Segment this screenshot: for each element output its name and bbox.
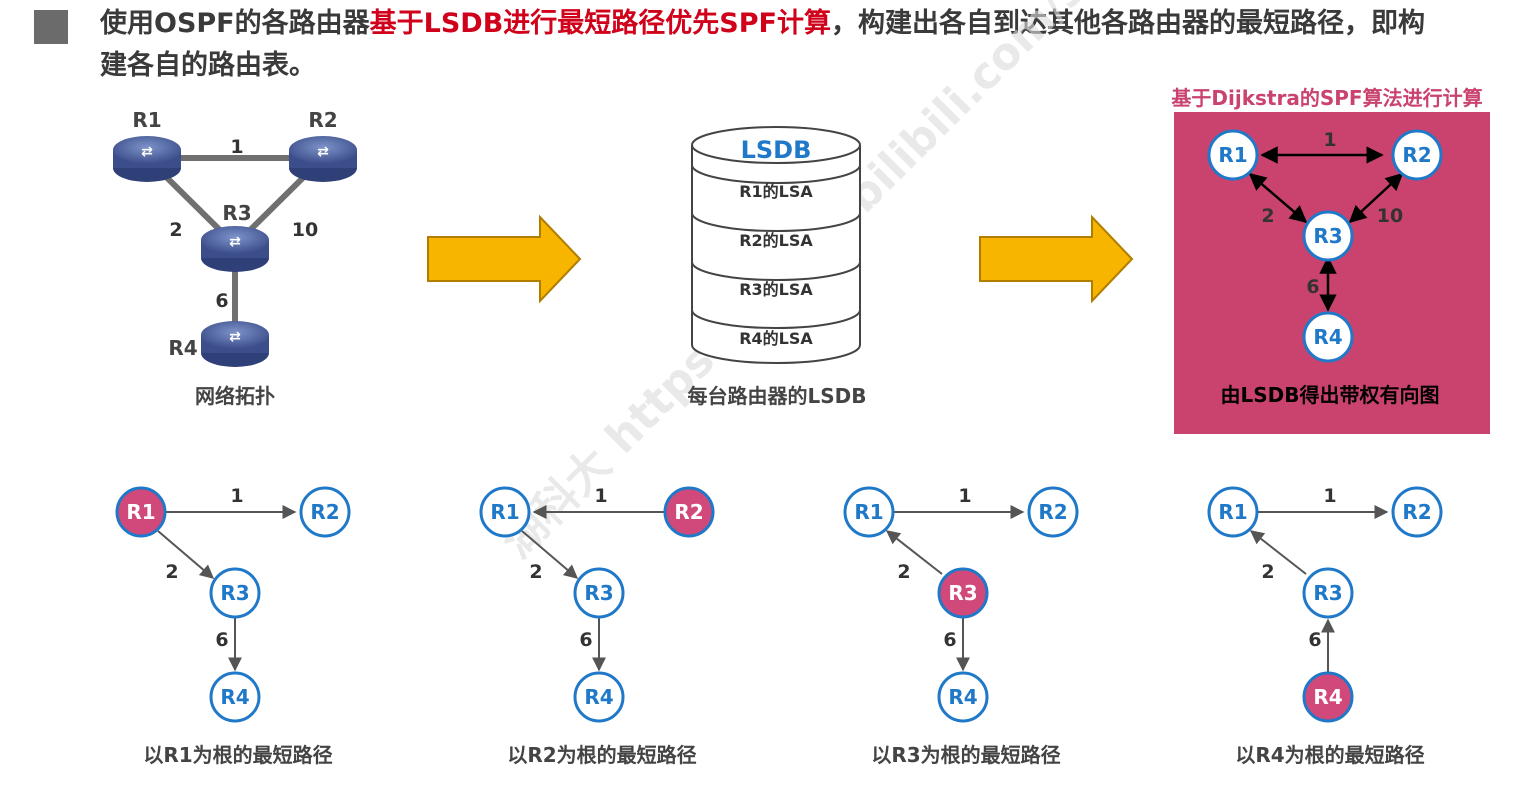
tree-caption: 以R2为根的最短路径 [507,743,696,767]
edge-weight: 6 [943,629,956,651]
edge-weight: 6 [1306,276,1319,298]
tree-caption: 以R4为根的最短路径 [1235,743,1424,767]
router-icon: ⇄ [289,136,357,182]
graph-node: R3 [1313,224,1342,248]
spf-tree-r4: R1 R2 R3 R4 1 2 6 以R4为根的最短路径 [1207,485,1443,767]
router-icon: ⇄ [201,321,269,367]
link-cost: 6 [215,290,228,312]
tree-node: R1 [126,500,155,524]
lsa-row: R1的LSA [739,182,813,201]
edge-weight: 6 [215,629,228,651]
router-label: R1 [132,108,161,132]
router-label: R2 [308,108,337,132]
graph-caption: 由LSDB得出带权有向图 [1221,383,1440,407]
svg-text:⇄: ⇄ [141,144,153,160]
graph-node: R2 [1402,143,1431,167]
edge-weight: 10 [1377,205,1403,227]
network-topology: ⇄ ⇄ ⇄ ⇄ R1 R2 R3 R4 1 2 10 6 网络拓扑 [113,108,357,408]
lsa-row: R3的LSA [739,280,813,299]
edge-weight: 2 [1261,561,1274,583]
lsdb-cylinder: LSDB R1的LSA R2的LSA R3的LSA R4的LSA 每台路由器的L… [688,126,867,408]
edge-weight: 1 [958,485,971,507]
graph-node: R4 [1313,325,1342,349]
tree-node: R2 [310,500,339,524]
weighted-digraph-panel: 基于Dijkstra的SPF算法进行计算 R1 R2 R3 R4 1 2 10 … [1158,84,1496,434]
spf-tree-r3: R1 R2 R3 R4 1 2 6 以R3为根的最短路径 [843,485,1079,767]
svg-text:⇄: ⇄ [229,329,241,345]
tree-node: R3 [948,581,977,605]
link-cost: 10 [292,219,318,241]
tree-node: R4 [1313,685,1342,709]
link-cost: 1 [230,136,243,158]
router-label: R4 [168,336,197,360]
link-cost: 2 [169,219,182,241]
spf-tree-r2: R1 R2 R3 R4 1 2 6 以R2为根的最短路径 [479,485,715,767]
edge-weight: 1 [230,485,243,507]
router-icon: ⇄ [201,226,269,272]
tree-node: R1 [854,500,883,524]
tree-node: R4 [220,685,249,709]
edge-weight: 6 [1308,629,1321,651]
edge-weight: 2 [165,561,178,583]
edge-weight: 1 [1323,129,1336,151]
edge-weight: 6 [579,629,592,651]
tree-node: R1 [1218,500,1247,524]
lsa-row: R4的LSA [739,329,813,348]
tree-caption: 以R3为根的最短路径 [871,743,1060,767]
edge-weight: 1 [594,485,607,507]
tree-node: R4 [948,685,977,709]
tree-node: R2 [1038,500,1067,524]
lsdb-caption: 每台路由器的LSDB [688,384,867,408]
tree-caption: 以R1为根的最短路径 [143,743,332,767]
spf-tree-r1: R1 R2 R3 R4 1 2 6 以R1为根的最短路径 [115,485,351,767]
topology-caption: 网络拓扑 [195,384,275,408]
lsdb-header: LSDB [741,136,812,164]
tree-node: R2 [1402,500,1431,524]
edge-weight: 2 [1261,205,1274,227]
big-right-arrow [427,214,582,304]
big-right-arrow [979,214,1134,304]
page-title: 使用OSPF的各路由器基于LSDB进行最短路径优先SPF计算，构建出各自到达其他… [100,8,1425,81]
lsa-row: R2的LSA [739,231,813,250]
router-icon: ⇄ [113,136,181,182]
tree-node: R1 [490,500,519,524]
tree-node: R3 [220,581,249,605]
title-bullet [34,10,68,44]
edge-weight: 2 [897,561,910,583]
tree-node: R3 [584,581,613,605]
graph-node: R1 [1218,143,1247,167]
svg-text:⇄: ⇄ [229,234,241,250]
router-label: R3 [222,201,251,225]
svg-text:⇄: ⇄ [317,144,329,160]
edge-weight: 1 [1323,485,1336,507]
title-highlight: 基于LSDB进行最短路径优先SPF计算 [369,8,831,39]
tree-node: R3 [1313,581,1342,605]
edge-weight: 2 [529,561,542,583]
tree-node: R2 [674,500,703,524]
tree-node: R4 [584,685,613,709]
algorithm-tag: 基于Dijkstra的SPF算法进行计算 [1171,86,1482,110]
